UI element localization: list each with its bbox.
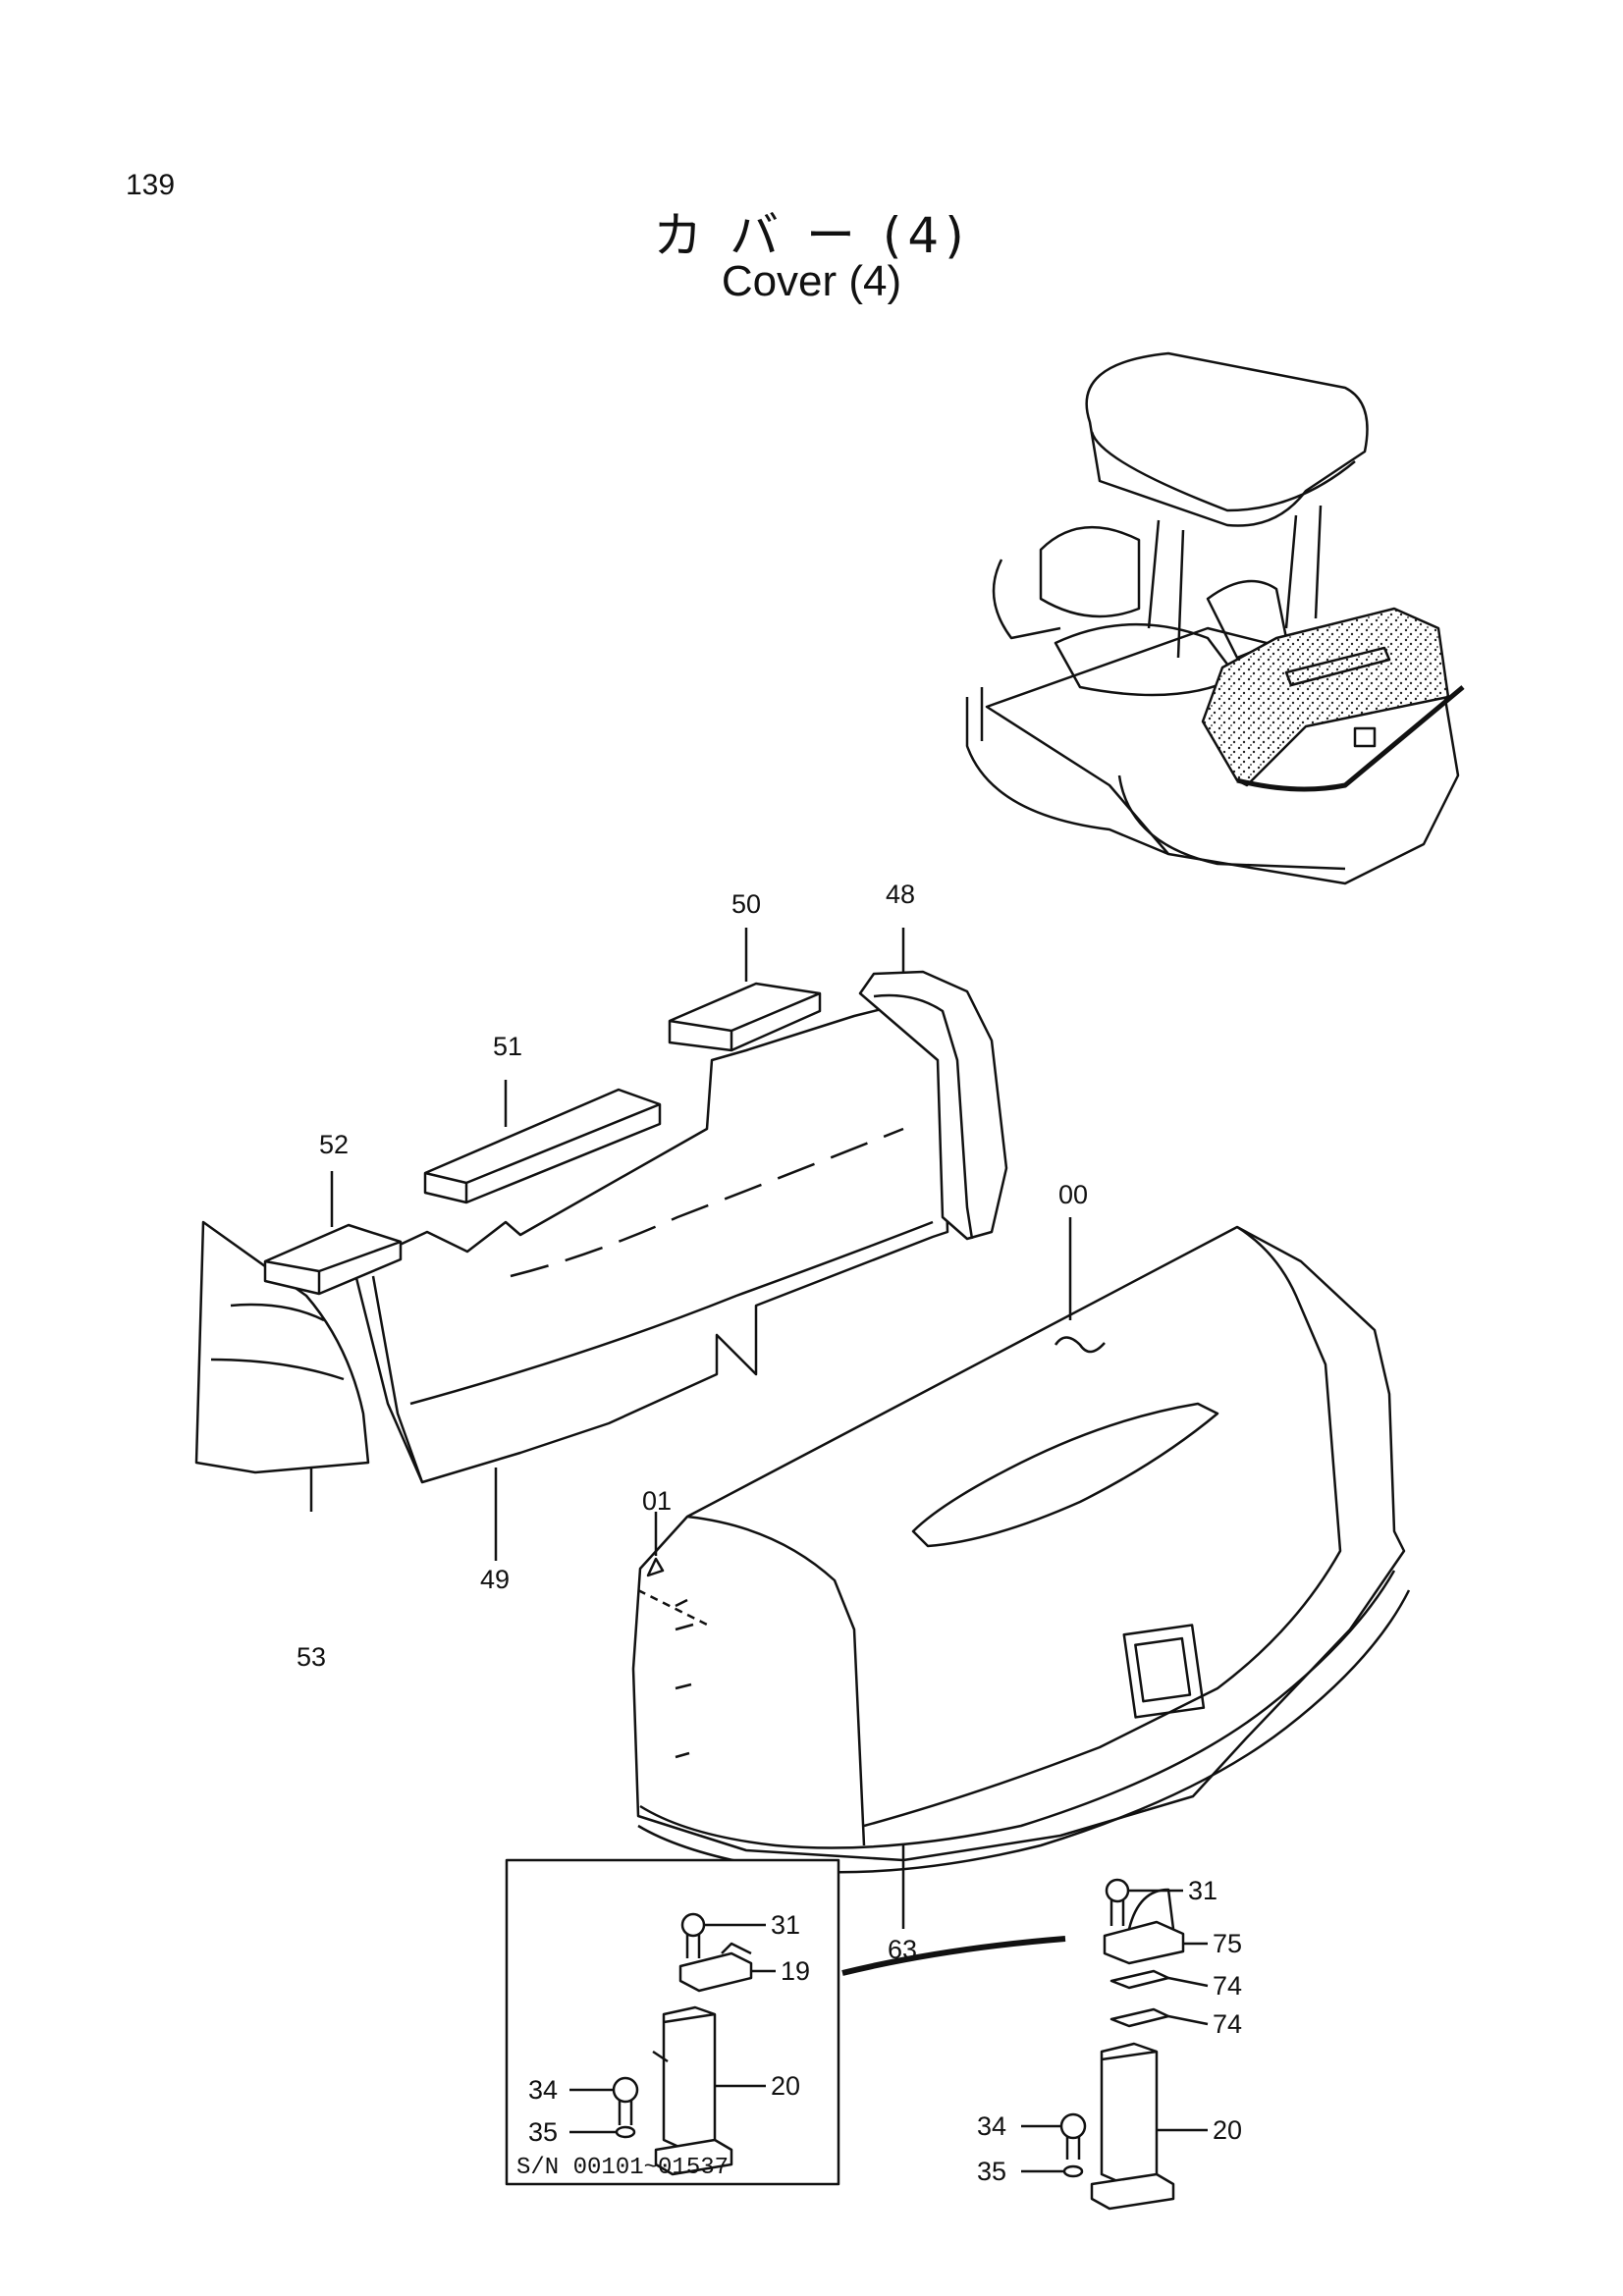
page-number: 139 bbox=[126, 169, 176, 201]
part-52-pad bbox=[263, 1171, 403, 1296]
detail-label-part-74-upper: 74 bbox=[1213, 1971, 1242, 2001]
label-part-01: 01 bbox=[642, 1486, 672, 1516]
part-01-clip bbox=[637, 1512, 708, 1627]
label-part-00: 00 bbox=[1058, 1180, 1088, 1209]
part-51-pad bbox=[423, 1080, 662, 1204]
title-japanese: カ バ ー (4) bbox=[653, 207, 970, 264]
detail-label-part-75: 75 bbox=[1213, 1929, 1242, 1958]
inset-label-part-34: 34 bbox=[528, 2075, 558, 2105]
label-part-63: 63 bbox=[888, 1935, 917, 1964]
part-50-pad bbox=[668, 928, 822, 1052]
part-48-end-cap bbox=[858, 928, 1008, 1241]
detail-label-part-35: 35 bbox=[977, 2157, 1006, 2186]
label-part-51: 51 bbox=[493, 1032, 522, 1061]
detail-label-part-34: 34 bbox=[977, 2111, 1006, 2141]
inset-label-part-31: 31 bbox=[771, 1910, 800, 1940]
label-part-50: 50 bbox=[731, 889, 761, 919]
part-49-rear-panel bbox=[352, 999, 949, 1561]
detail-label-part-20: 20 bbox=[1213, 2115, 1242, 2145]
label-part-52: 52 bbox=[319, 1130, 349, 1159]
inset-label-part-19: 19 bbox=[781, 1956, 810, 1986]
title-english: Cover (4) bbox=[721, 257, 902, 305]
label-part-48: 48 bbox=[886, 880, 915, 909]
part-00-main-cover bbox=[631, 1217, 1411, 1929]
detail-label-part-74-lower: 74 bbox=[1213, 2009, 1242, 2039]
detail-label-part-31: 31 bbox=[1188, 1876, 1217, 1905]
label-part-53: 53 bbox=[297, 1642, 326, 1672]
inset-box-early-serial bbox=[505, 1858, 840, 2186]
label-part-49: 49 bbox=[480, 1565, 510, 1594]
machine-overview-illustration bbox=[965, 351, 1465, 885]
inset-serial-range: S/N 00101~01537 bbox=[516, 2155, 729, 2181]
part-53-end-cap bbox=[194, 1220, 370, 1512]
mount-detail-assembly bbox=[1021, 1878, 1209, 2211]
inset-label-part-20: 20 bbox=[771, 2071, 800, 2101]
inset-label-part-35: 35 bbox=[528, 2117, 558, 2147]
